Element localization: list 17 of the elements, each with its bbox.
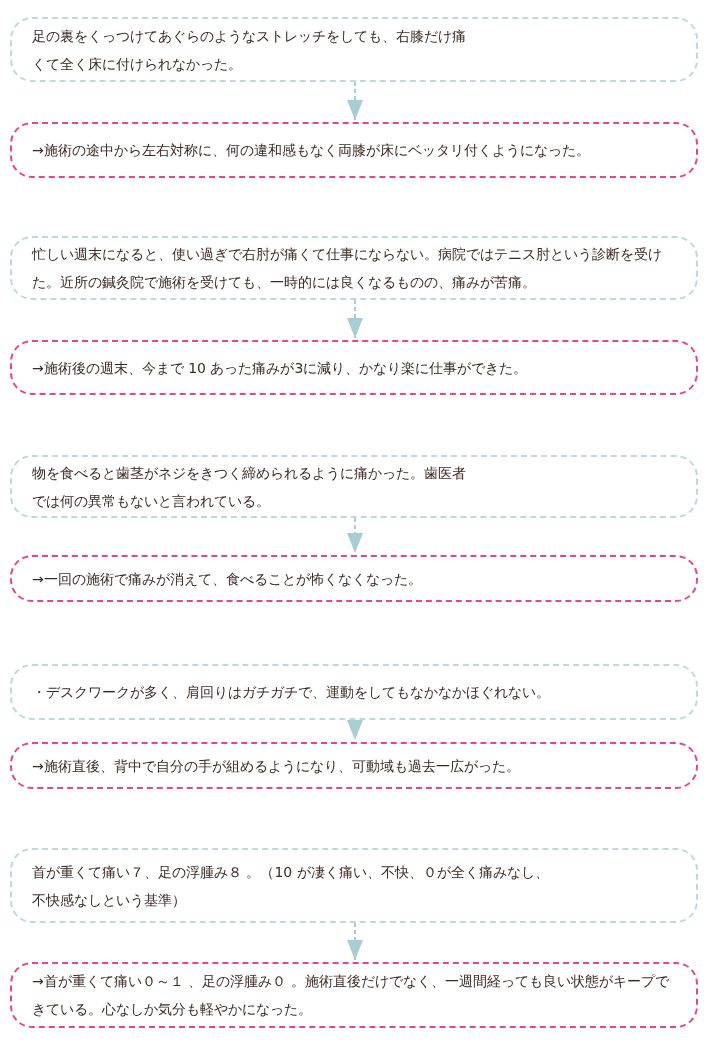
arrow xyxy=(347,922,363,961)
arrow xyxy=(347,517,363,554)
description-text: →首が重くて痛い０～１ 、足の浮腫み０ 。施術直後だけでなく、一週間経っても良い状態がキープできている。心なしか気分も軽やかになった。 xyxy=(32,972,670,1019)
description-text: 忙しい週末になると、使い過ぎで右肘が痛くて仕事にならない。病院ではテニス肘という診断を受けた。近所の鍼灸院で施術を受けても、一時的には良くなるものの、痛みが苦痛。 xyxy=(32,245,663,292)
description-text: →一回の施術で痛みが消えて、食べることが怖くなくなった。 xyxy=(32,569,423,589)
arrow xyxy=(347,719,363,741)
description-text: 足の裏をくっつけてあぐらのようなストレッチをしても、右膝だけ痛くて全く床に付けられなかった。 xyxy=(32,26,467,74)
symptom-box xyxy=(10,848,698,923)
description-text: →施術直後、背中で自分の手が組めるようになり、可動域も過去一広がった。 xyxy=(32,756,521,776)
description-text: 首が重くて痛い７、足の浮腫み８ 。（10 が凄く痛い、不快、０が全く痛みなし、不快感なしという基準） xyxy=(32,862,550,910)
description-text: →施術後の週末、今まで 10 あった痛みが3に減り、かなり楽に仕事ができた。 xyxy=(32,358,529,378)
arrow xyxy=(347,299,363,339)
arrow xyxy=(347,81,363,121)
description-text: →施術の途中から左右対称に、何の違和感もなく両膝が床にベッタリ付くようになった。 xyxy=(32,141,591,160)
description-text: 物を食べると歯茎がネジをきつく締められるように痛かった。歯医者では何の異常もないと言われている。 xyxy=(32,463,467,511)
result-box xyxy=(10,962,698,1028)
description-text: ・デスクワークが多く、肩回りはガチガチで、運動をしてもなかなかほぐれない。 xyxy=(32,683,551,702)
